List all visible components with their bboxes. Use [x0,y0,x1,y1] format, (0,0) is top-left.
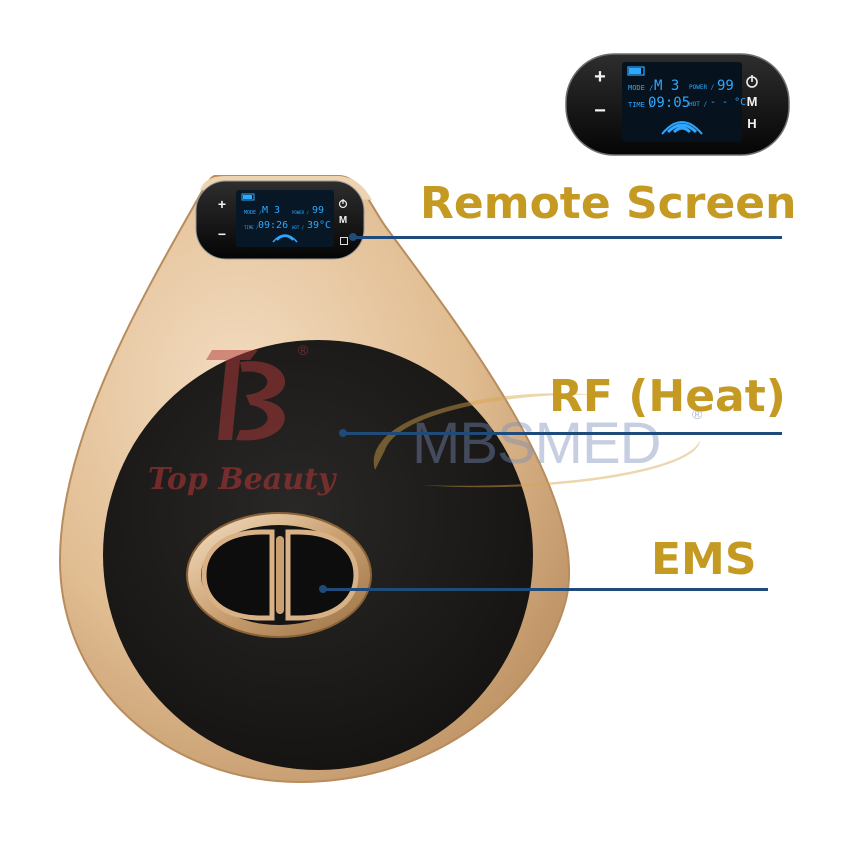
remote-power-value: 99 [717,78,734,94]
remote-plus-button[interactable]: + [594,66,606,88]
remote-lcd [622,62,742,142]
device-hot-label: HOT / [292,225,305,230]
remote-power-label: POWER / [689,84,715,91]
ems-electrode-right [285,529,359,621]
mbsmed-watermark: MBSMED [412,411,662,476]
remote-mode-value: M 3 [654,78,680,94]
remote-mode-label: MODE / [628,84,654,92]
rf-heat-label: RF (Heat) [549,371,786,422]
device-minus-button[interactable]: − [217,226,227,242]
ems-label: EMS [651,534,757,585]
ems-leader-line [322,588,768,591]
top-beauty-watermark: Top Beauty [148,462,336,497]
device-time-value: 09:26 [258,220,289,231]
battery-icon [241,193,255,201]
device-power-label: POWER / [292,210,309,215]
rf-heat-leader-line [342,432,782,435]
remote-hot-value: - - °C [710,97,747,108]
device-power-value: 99 [312,205,325,216]
remote-time-value: 09:05 [648,95,691,111]
remote-screen-leader-line [352,236,782,239]
wave-icon [666,123,698,134]
device-h-button[interactable] [340,237,348,245]
remote-time-label: TIME / [628,101,654,109]
remote-minus-button[interactable]: − [594,100,606,122]
remote-h-button[interactable]: H [747,116,757,131]
leader-dot [349,233,357,241]
device-mode-value: M 3 [262,205,281,216]
leader-dot [339,429,347,437]
device-hot-value: 39°C [307,220,332,231]
trademark-symbol: ® [692,406,703,422]
mbsmed-logo [373,393,700,488]
remote-m-button[interactable]: M [746,94,758,109]
device-mode-label: MODE / [244,210,263,216]
remote-screen-label: Remote Screen [420,178,797,229]
remote-hot-label: HOT / [689,101,708,108]
trademark-symbol: ® [298,342,309,358]
device-lcd [236,190,334,247]
ems-electrode-left [201,529,275,621]
leader-dot [319,585,327,593]
battery-icon [627,66,645,76]
device-plus-button[interactable]: + [217,196,227,212]
top-beauty-logo [206,350,286,441]
device-m-button[interactable]: M [338,215,348,226]
device-time-label: TIME / [244,225,259,230]
